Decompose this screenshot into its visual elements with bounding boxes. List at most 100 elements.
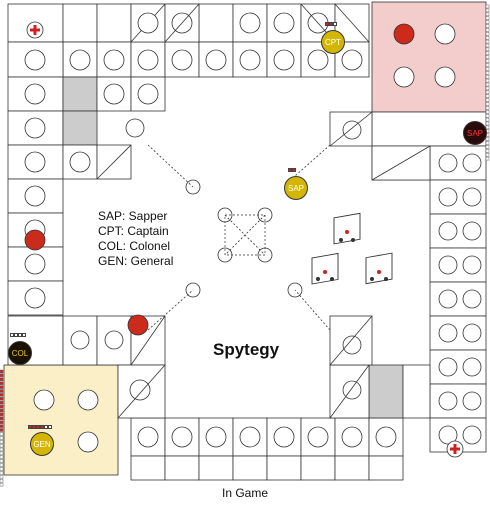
health-tick (485, 28, 490, 32)
slot[interactable] (462, 391, 482, 411)
top-row-cell[interactable] (96, 3, 132, 43)
slot[interactable] (438, 221, 458, 241)
bottom-row-cell[interactable] (266, 455, 302, 481)
slot[interactable] (462, 357, 482, 377)
slot[interactable] (24, 117, 46, 139)
enemy-sapper-piece[interactable]: SAP (463, 121, 487, 145)
bottom-row-cell[interactable] (198, 455, 234, 481)
red-piece[interactable] (24, 229, 46, 251)
slot[interactable] (273, 426, 295, 448)
health-tick (485, 12, 490, 17)
health-tick (485, 43, 490, 48)
slot[interactable] (393, 66, 415, 88)
slot[interactable] (375, 426, 397, 448)
dice-icon[interactable] (311, 252, 339, 285)
bottom-row-cell[interactable] (334, 455, 370, 481)
slot[interactable] (462, 289, 482, 309)
slot[interactable] (239, 426, 261, 448)
slot[interactable] (24, 49, 46, 71)
slot[interactable] (438, 255, 458, 275)
dice-icon[interactable] (333, 212, 361, 245)
slot[interactable] (307, 49, 329, 71)
slot[interactable] (103, 49, 125, 71)
slot[interactable] (24, 253, 46, 275)
slot[interactable] (462, 221, 482, 241)
slot[interactable] (125, 118, 145, 138)
slot[interactable] (205, 426, 227, 448)
health-tick (485, 137, 490, 141)
top-row-cell[interactable] (198, 3, 234, 43)
slot[interactable] (438, 153, 458, 173)
slot[interactable] (137, 83, 159, 105)
slot[interactable] (171, 49, 193, 71)
diag (329, 111, 373, 147)
health-tick (485, 4, 490, 9)
bottom-inner-cell[interactable] (402, 364, 431, 419)
slot[interactable] (129, 379, 151, 401)
red-piece[interactable] (393, 23, 415, 45)
colonel-piece[interactable]: COL (8, 341, 32, 365)
slot[interactable] (137, 426, 159, 448)
slot[interactable] (205, 49, 227, 71)
slot[interactable] (438, 391, 458, 411)
slot[interactable] (24, 185, 46, 207)
health-pip (36, 425, 40, 429)
slot[interactable] (462, 323, 482, 343)
top-row-cell[interactable] (62, 3, 98, 43)
slot[interactable] (137, 12, 159, 34)
slot[interactable] (438, 289, 458, 309)
health-tick (0, 420, 4, 424)
slot[interactable] (341, 49, 363, 71)
slot[interactable] (462, 153, 482, 173)
top-row-cell[interactable] (266, 41, 302, 78)
slot[interactable] (69, 151, 91, 173)
bottom-row-cell[interactable] (300, 455, 336, 481)
colonel-health-bar (10, 333, 26, 337)
slot[interactable] (77, 431, 99, 453)
slot[interactable] (462, 425, 482, 445)
slot[interactable] (103, 83, 125, 105)
slot[interactable] (342, 120, 362, 140)
slot[interactable] (239, 49, 261, 71)
slot[interactable] (24, 287, 46, 309)
slot[interactable] (342, 335, 362, 355)
slot[interactable] (462, 187, 482, 207)
gray-cell[interactable] (62, 110, 98, 146)
slot[interactable] (434, 23, 456, 45)
slot[interactable] (104, 330, 124, 350)
red-piece[interactable] (127, 314, 149, 336)
health-tick (0, 432, 4, 436)
sapper-piece[interactable]: SAP (284, 176, 308, 200)
diag (117, 364, 166, 419)
bottom-row-cell[interactable] (164, 455, 200, 481)
bottom-row-cell[interactable] (368, 455, 404, 481)
slot[interactable] (24, 151, 46, 173)
slot[interactable] (438, 425, 458, 445)
slot[interactable] (438, 357, 458, 377)
gray-cell[interactable] (62, 76, 98, 112)
slot[interactable] (77, 389, 99, 411)
gray-cell[interactable] (368, 364, 404, 419)
slot[interactable] (434, 66, 456, 88)
bottom-row-cell[interactable] (130, 455, 166, 481)
slot[interactable] (239, 12, 261, 34)
slot[interactable] (462, 255, 482, 275)
slot[interactable] (70, 330, 90, 350)
slot[interactable] (438, 323, 458, 343)
slot[interactable] (273, 49, 295, 71)
health-tick (0, 404, 4, 409)
slot[interactable] (341, 426, 363, 448)
captain-piece[interactable]: CPT (321, 30, 345, 54)
slot[interactable] (273, 12, 295, 34)
slot[interactable] (438, 187, 458, 207)
dice-icon[interactable] (365, 252, 393, 285)
slot[interactable] (307, 426, 329, 448)
slot[interactable] (24, 83, 46, 105)
bottom-row-cell[interactable] (232, 455, 268, 481)
slot[interactable] (33, 389, 55, 411)
slot[interactable] (69, 49, 91, 71)
health-tick (0, 393, 4, 397)
slot[interactable] (137, 49, 159, 71)
slot[interactable] (171, 426, 193, 448)
general-piece[interactable]: GEN (30, 432, 54, 456)
